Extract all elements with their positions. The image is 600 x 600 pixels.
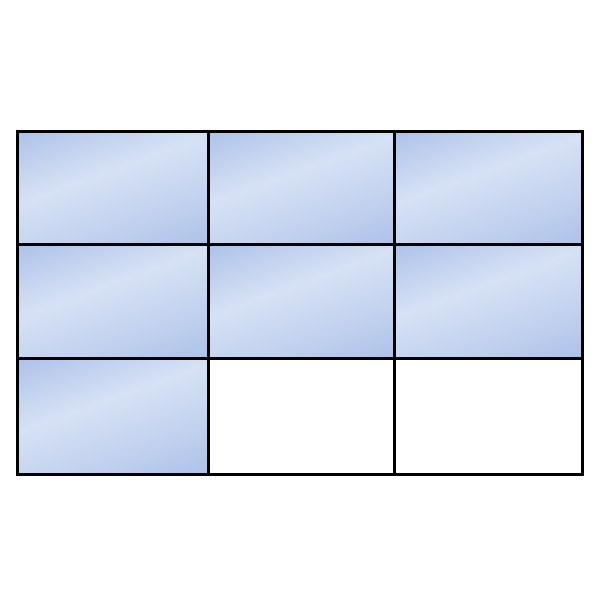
grid-cell-filled — [16, 246, 210, 360]
grid-cell-empty — [210, 360, 396, 476]
grid-cell-filled — [396, 130, 584, 246]
grid-cell-filled — [210, 246, 396, 360]
grid-diagram — [16, 130, 584, 476]
grid-cell-filled — [16, 360, 210, 476]
grid-cell-empty — [396, 360, 584, 476]
grid-cell-filled — [210, 130, 396, 246]
grid-cell-filled — [16, 130, 210, 246]
grid-cell-filled — [396, 246, 584, 360]
